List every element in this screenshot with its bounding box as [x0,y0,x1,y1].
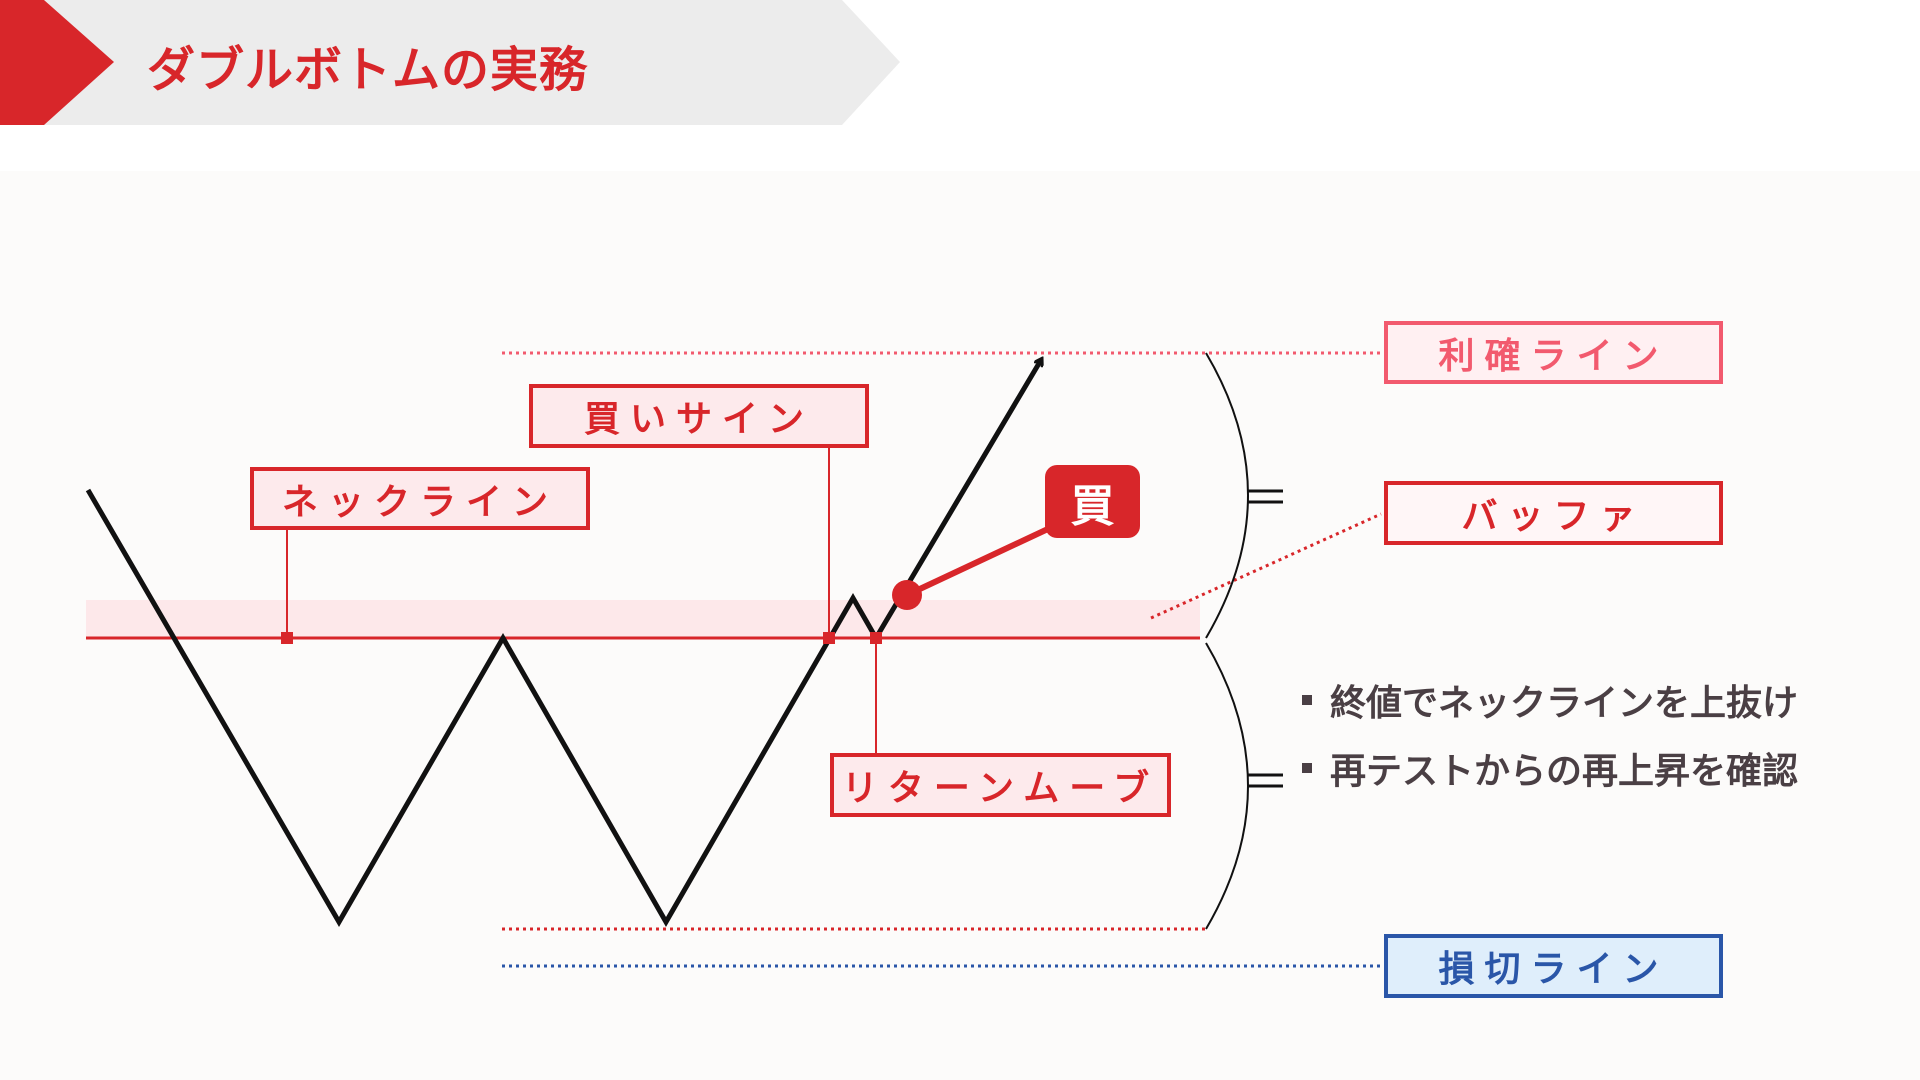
header-red-chevron [0,0,114,125]
lower-brace [1205,642,1249,930]
buffer-zone [86,600,1200,638]
return-move-marker [870,632,882,644]
header-banner [0,0,900,125]
return-move-label: リターンムーブ [830,753,1171,817]
buy-entry-pointer [905,525,1052,598]
buy-signal-marker [823,632,835,644]
buy-badge: 買 [1045,465,1140,538]
page-title: ダブルボトムの実務 [147,42,589,98]
upper-brace [1205,352,1249,639]
notes-list: 終値でネックラインを上抜け 再テストからの再上昇を確認 [1302,666,1798,802]
stop-loss-label: 損切ライン [1384,934,1723,998]
bullet-square-icon [1302,695,1312,705]
equal-mark-upper [1247,489,1283,504]
neckline-marker [281,632,293,644]
buy-signal-label: 買いサイン [529,384,869,448]
buffer-label: バッファ [1384,481,1723,545]
bullet-square-icon [1302,763,1312,773]
take-profit-label: 利確ライン [1384,321,1723,384]
equal-mark-lower [1247,773,1283,788]
buy-entry-dot [892,580,922,610]
note-item: 終値でネックラインを上抜け [1302,666,1798,734]
neckline-label: ネックライン [250,467,590,530]
note-text: 再テストからの再上昇を確認 [1330,751,1799,792]
note-item: 再テストからの再上昇を確認 [1302,734,1798,802]
header-gray-arrow [0,0,900,125]
buffer-pointer-line [1150,512,1382,620]
note-text: 終値でネックラインを上抜け [1330,683,1799,724]
